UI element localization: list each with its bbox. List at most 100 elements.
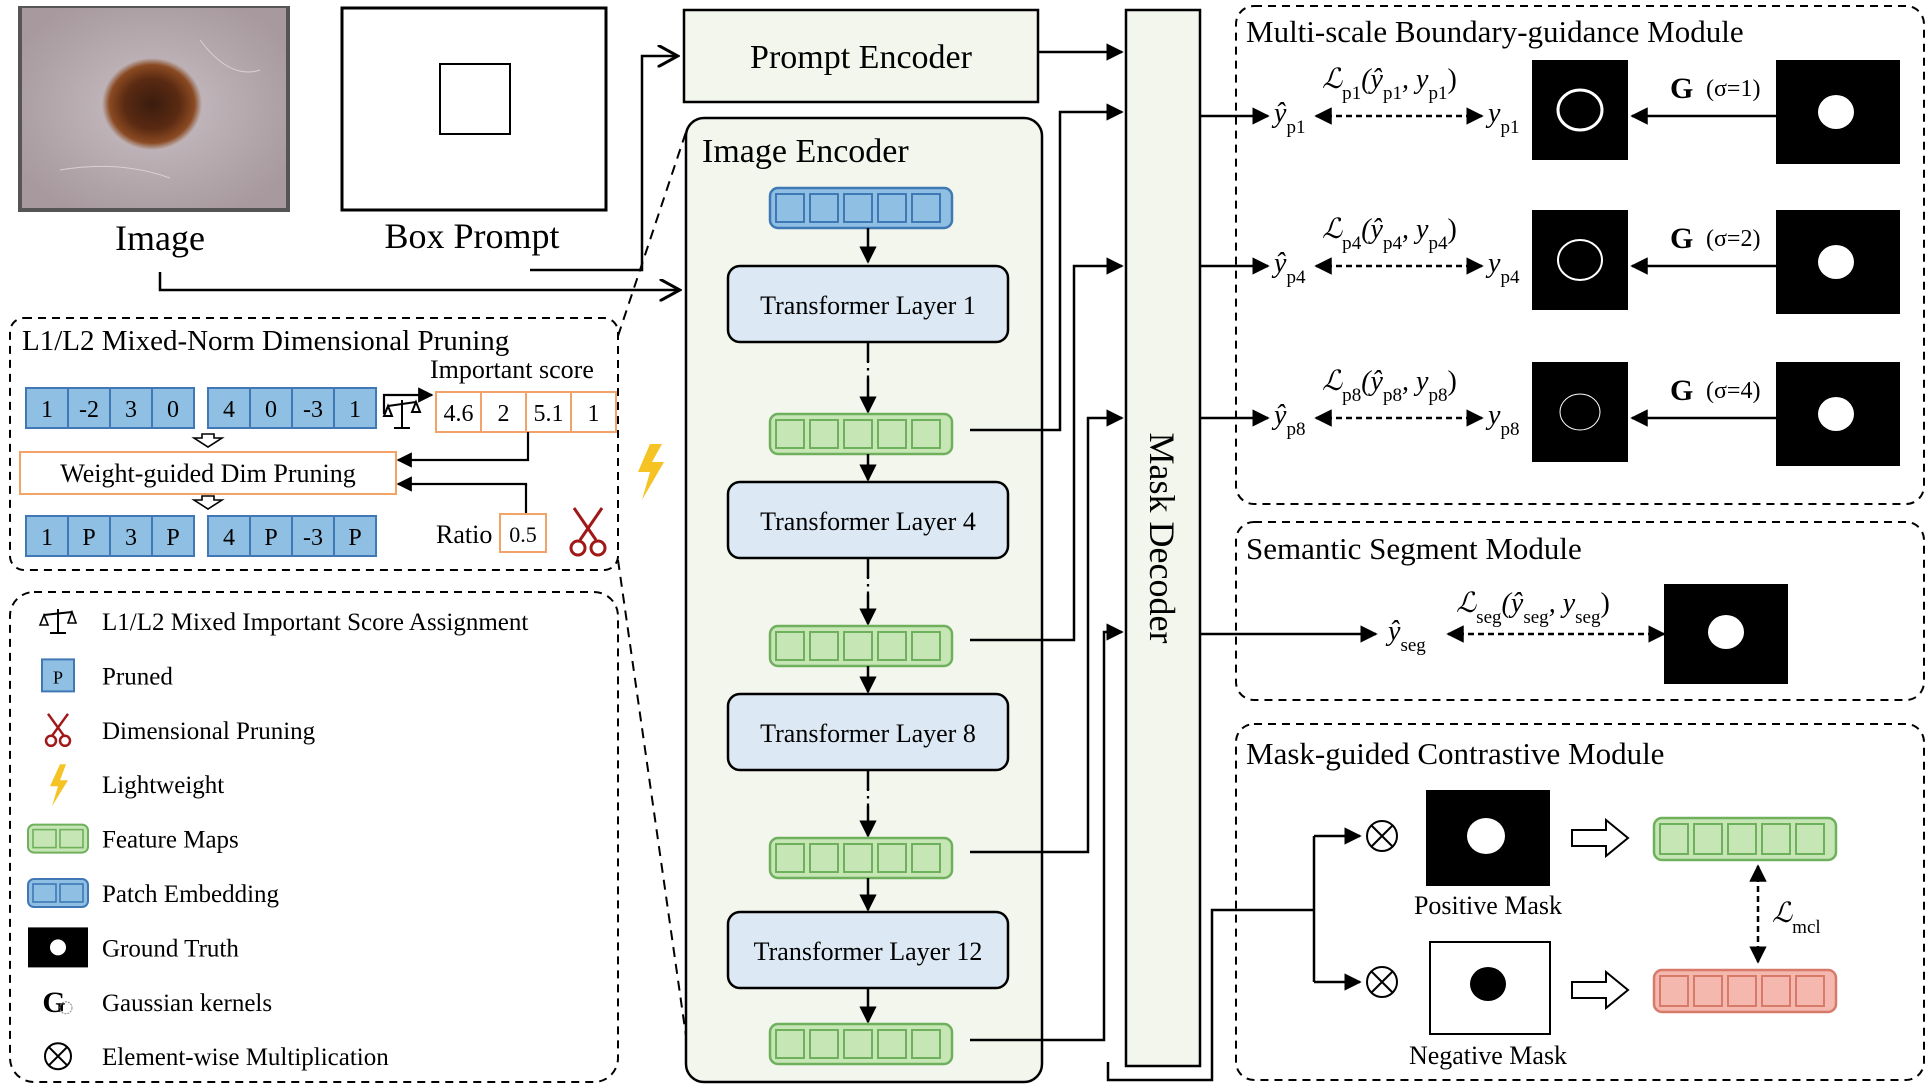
svg-text:-3: -3 [303,397,323,423]
feature-maps-icon [27,823,89,854]
svg-text:P: P [264,525,277,551]
positive-feature-map [1652,816,1838,862]
pruned-weight-cell: 4 [207,515,251,557]
ratio-box [499,513,547,553]
scissors-icon [569,507,607,557]
prompt-encoder-box [682,8,1040,104]
hollow-right-arrow [1571,969,1630,1011]
hollow-down-arrows [191,433,225,510]
pruning-panel [9,317,619,571]
feature-map [768,624,954,668]
svg-text:0: 0 [167,397,179,423]
sigma-label: (σ=4) [1706,378,1760,404]
svg-text:ℒp1(ŷp1, yp1): ℒp1(ŷp1, yp1) [1322,64,1457,104]
hollow-right-arrow [1571,817,1630,859]
svg-text:4.6: 4.6 [444,401,474,427]
feature-map [768,412,954,456]
box-prompt-label: Box Prompt [384,216,559,256]
svg-text:G: G [1670,72,1693,105]
semantic-module-title: Semantic Segment Module [1246,531,1582,566]
transformer-layer: Transformer Layer 8 [726,692,1010,772]
legend-item: Ground Truth [28,927,239,968]
semantic-content: ℒseg(ŷseg, yseg) ŷseg [1385,584,1788,684]
legend-item: Element-wise Multiplication [44,1042,389,1071]
lightning-icon [638,444,664,500]
transformer-layer: Transformer Layer 12 [726,910,1010,990]
svg-text:-3: -3 [303,525,323,551]
input-image [18,6,290,212]
positive-mask-label: Positive Mask [1414,891,1562,920]
svg-text:⋮: ⋮ [857,356,879,381]
important-score-label: Important score [430,355,594,384]
svg-text:G: G [42,986,65,1019]
pruned-weight-cell: P [67,515,111,557]
weight-cell: 3 [109,387,153,429]
boundary-module-panel [1235,5,1925,505]
pruning-arrows [382,387,530,514]
balance-scale-icon [38,609,78,634]
legend-item: Patch Embedding [27,878,280,908]
ratio-label: Ratio [436,520,492,549]
legend-label: Lightweight [102,772,224,799]
svg-text:1: 1 [41,397,53,423]
contrastive-module-title: Mask-guided Contrastive Module [1246,736,1664,771]
boundary-map [1532,210,1628,310]
sigma-label: (σ=1) [1706,76,1760,102]
pruned-token-icon: P [41,658,75,693]
svg-text:yp4: yp4 [1485,248,1520,288]
box-prompt-frame [340,6,608,212]
pruned-weight-cell: P [249,515,293,557]
svg-text:ŷp8: ŷp8 [1271,400,1305,440]
svg-text:P: P [82,525,95,551]
svg-text:ℒseg(ŷseg, yseg): ℒseg(ŷseg, yseg) [1456,588,1610,628]
svg-text:Transformer Layer 12: Transformer Layer 12 [754,937,983,966]
boundary-map [1532,362,1628,462]
legend-label: Pruned [102,663,173,690]
sigma-label: (σ=2) [1706,226,1760,252]
legend-label: Ground Truth [102,935,239,962]
pruned-weight-cell: 1 [25,515,69,557]
legend-label: L1/L2 Mixed Important Score Assignment [102,609,528,636]
legend-label: Dimensional Pruning [102,718,316,745]
score-cell: 1 [570,391,617,433]
legend-label: Patch Embedding [102,881,280,908]
legend-item: P Pruned [41,658,173,693]
pruning-title: L1/L2 Mixed-Norm Dimensional Pruning [22,325,509,357]
encoder-decoder-arrows [970,43,1124,1042]
element-wise-multiplication-icon [44,1042,72,1071]
contrastive-content: ℒmcl [1366,790,1838,1035]
svg-text:Transformer Layer 8: Transformer Layer 8 [760,719,976,748]
svg-text:ŷseg: ŷseg [1385,616,1426,656]
svg-text:⋮: ⋮ [857,572,879,597]
patch-embedding [768,186,954,230]
svg-text:1: 1 [349,397,361,423]
legend-label: Element-wise Multiplication [102,1044,389,1071]
ratio-value: 0.5 [509,522,537,547]
feature-map [768,836,954,880]
legend-item: Feature Maps [27,823,239,854]
svg-text:2: 2 [498,401,510,427]
svg-text:⋮: ⋮ [857,784,879,809]
pruned-weight-cell: -3 [291,515,335,557]
svg-text:ℒmcl: ℒmcl [1772,898,1821,938]
gaussian-kernel-icon: G [1670,374,1693,407]
prompt-encoder-label: Prompt Encoder [750,39,973,76]
weight-cell: 0 [249,387,293,429]
lightning-icon [50,764,68,807]
legend-label: Feature Maps [102,827,239,854]
svg-text:G: G [1670,374,1693,407]
contrastive-module-panel [1235,723,1925,1081]
gaussian-kernel-icon: G [42,986,73,1019]
svg-text:ŷp4: ŷp4 [1271,248,1306,288]
balance-scale-icon [382,399,422,429]
weight-guided-label: Weight-guided Dim Pruning [60,459,355,488]
pruned-weight-cell: P [333,515,377,557]
svg-text:4: 4 [223,397,235,423]
svg-text:-2: -2 [79,397,99,423]
